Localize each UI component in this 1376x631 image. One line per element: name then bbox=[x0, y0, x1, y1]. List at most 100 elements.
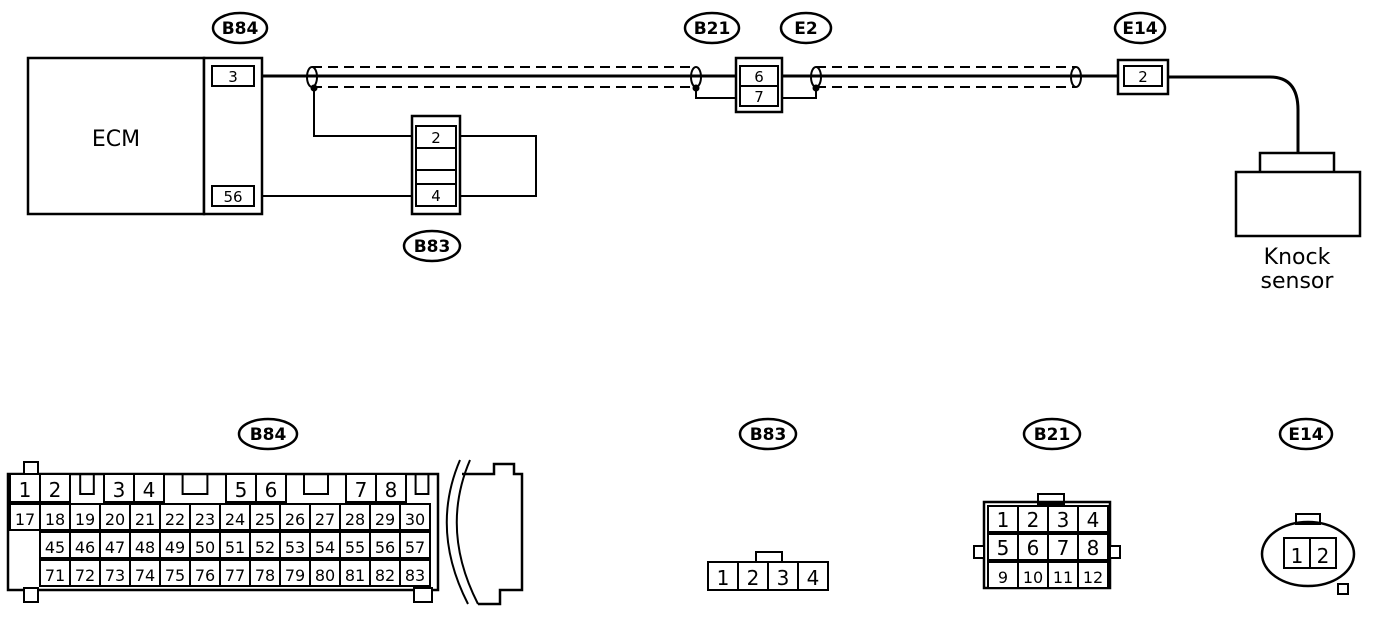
b84-pin-23: 23 bbox=[195, 510, 215, 529]
sensor-label-line1: Knock bbox=[1264, 245, 1331, 270]
b21-pin-3: 3 bbox=[1057, 508, 1070, 532]
e14-housing bbox=[1260, 520, 1356, 588]
ecm-label: ECM bbox=[92, 127, 140, 152]
b83-pin-2: 2 bbox=[747, 566, 760, 590]
b84-notch-3 bbox=[286, 473, 346, 495]
b84-pin-47: 47 bbox=[105, 538, 125, 557]
b84-cell-52 bbox=[249, 531, 281, 559]
b84-pin-81: 81 bbox=[345, 566, 365, 585]
b84-right-stub bbox=[462, 462, 524, 606]
ecm-pin-3: 3 bbox=[228, 68, 238, 86]
tag-b84-top-label: B84 bbox=[222, 19, 259, 39]
tag-e14-top-label: E14 bbox=[1122, 19, 1157, 39]
tag-b84-bottom bbox=[237, 417, 299, 451]
b21-pin-6: 6 bbox=[1027, 536, 1040, 560]
b21-latch bbox=[1037, 493, 1065, 505]
b21-pin-10: 10 bbox=[1023, 568, 1043, 587]
b83-pin-1: 1 bbox=[717, 566, 730, 590]
b84-cell-73 bbox=[99, 559, 131, 587]
tag-e14-top bbox=[1113, 11, 1167, 45]
b83-cell-3 bbox=[767, 561, 799, 591]
tag-e2-top bbox=[779, 11, 833, 45]
sensor-top bbox=[1258, 151, 1336, 175]
b84-pin-2: 2 bbox=[49, 478, 62, 502]
ecm-box bbox=[26, 56, 206, 216]
b84-break-line-2 bbox=[455, 459, 479, 605]
b21-pin-9: 9 bbox=[998, 568, 1008, 587]
b83-pin-4: 4 bbox=[431, 187, 441, 205]
sensor-wire bbox=[1168, 75, 1300, 154]
b84-cell-25 bbox=[249, 503, 281, 531]
b84-cell-75 bbox=[159, 559, 191, 587]
b84-pin-79: 79 bbox=[285, 566, 305, 585]
b84-cell-45 bbox=[39, 531, 71, 559]
b21-pin-7-cell bbox=[739, 85, 779, 107]
b84-notch-2 bbox=[164, 473, 226, 495]
b84-cell-49 bbox=[159, 531, 191, 559]
sensor-body bbox=[1234, 170, 1362, 238]
b84-pin-74: 74 bbox=[135, 566, 155, 585]
tag-b21-top bbox=[683, 11, 741, 45]
e14-pin-2: 2 bbox=[1317, 544, 1330, 568]
b84-pin-30: 30 bbox=[405, 510, 425, 529]
b84-pin-7: 7 bbox=[355, 478, 368, 502]
b84-cell-30 bbox=[399, 503, 431, 531]
b84-break-line-1 bbox=[445, 459, 469, 605]
tag-e2-top-label: E2 bbox=[794, 19, 817, 39]
shield-end-b2 bbox=[1070, 66, 1082, 88]
tag-e14-bottom-label: E14 bbox=[1288, 425, 1323, 445]
b84-cell-24 bbox=[219, 503, 251, 531]
tag-b21-bottom bbox=[1022, 417, 1082, 451]
b21-cell-8 bbox=[1077, 533, 1109, 561]
b84-cell-4 bbox=[133, 473, 165, 503]
drain-wire-right bbox=[782, 88, 817, 99]
b84-pin-46: 46 bbox=[75, 538, 95, 557]
b84-cell-50 bbox=[189, 531, 221, 559]
b84-cell-47 bbox=[99, 531, 131, 559]
tag-b84-bottom-label: B84 bbox=[250, 425, 287, 445]
drain-wire-to-b83 bbox=[313, 88, 412, 137]
b84-pin-5: 5 bbox=[235, 478, 248, 502]
b84-cell-6 bbox=[255, 473, 287, 503]
b84-pin-77: 77 bbox=[225, 566, 245, 585]
tag-b21-bottom-label: B21 bbox=[1034, 425, 1071, 445]
b84-pin-4: 4 bbox=[143, 478, 156, 502]
b84-cell-23 bbox=[189, 503, 221, 531]
b84-cell-57 bbox=[399, 531, 431, 559]
b84-pin-8: 8 bbox=[385, 478, 398, 502]
b84-pin-48: 48 bbox=[135, 538, 155, 557]
b83-pin-mid-cell bbox=[415, 147, 457, 171]
b84-cell-72 bbox=[69, 559, 101, 587]
b84-pin-27: 27 bbox=[315, 510, 335, 529]
b84-pin-24: 24 bbox=[225, 510, 245, 529]
b84-pin-56: 56 bbox=[375, 538, 395, 557]
b84-pin-83: 83 bbox=[405, 566, 425, 585]
b21-pin-5: 5 bbox=[997, 536, 1010, 560]
b21-side-tab-left bbox=[973, 545, 985, 559]
b84-cell-29 bbox=[369, 503, 401, 531]
b84-cell-8 bbox=[375, 473, 407, 503]
e14-pin-2: 2 bbox=[1138, 68, 1148, 86]
b84-pin-52: 52 bbox=[255, 538, 275, 557]
sensor-label-line2: sensor bbox=[1261, 269, 1335, 294]
b84-tab-right-bottom bbox=[413, 587, 433, 603]
b84-pin-78: 78 bbox=[255, 566, 275, 585]
e14-pin-2-cell bbox=[1123, 65, 1163, 87]
b84-notch-4 bbox=[406, 473, 438, 495]
b83-pin-4: 4 bbox=[807, 566, 820, 590]
b84-pin-26: 26 bbox=[285, 510, 305, 529]
b21-pin-7: 7 bbox=[754, 88, 764, 106]
b21-pin-11: 11 bbox=[1053, 568, 1073, 587]
ecm-pin-56: 56 bbox=[223, 188, 242, 206]
tag-b83-bottom-label: B83 bbox=[750, 425, 787, 445]
b84-pin-73: 73 bbox=[105, 566, 125, 585]
b84-pin-50: 50 bbox=[195, 538, 215, 557]
b84-pin-57: 57 bbox=[405, 538, 425, 557]
b21-cell-5 bbox=[987, 533, 1019, 561]
b84-pin-49: 49 bbox=[165, 538, 185, 557]
